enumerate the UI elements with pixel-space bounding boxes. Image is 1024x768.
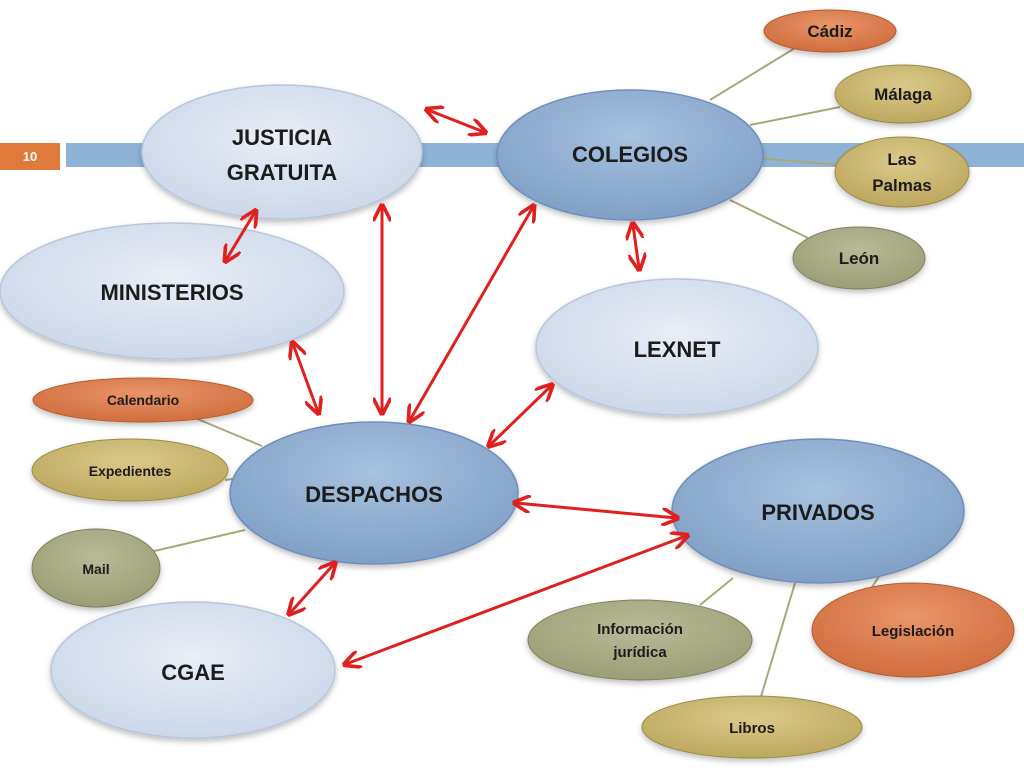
node-leon: León <box>792 226 926 290</box>
node-cgae: CGAE <box>50 601 336 739</box>
node-expedientes: Expedientes <box>31 438 229 502</box>
connector-informacion <box>699 577 734 606</box>
arrow-despachos-cgae <box>290 564 334 613</box>
node-malaga: Málaga <box>834 64 972 124</box>
node-libros: Libros <box>641 695 863 759</box>
privados-label: PRIVADOS <box>761 500 874 525</box>
ministerios-label: MINISTERIOS <box>100 280 243 305</box>
las-palmas-line2: Palmas <box>872 176 932 195</box>
leon-label: León <box>839 249 880 268</box>
node-las-palmas: Las Palmas <box>834 136 970 208</box>
arrow-lexnet-despachos <box>490 386 551 445</box>
connector-lines <box>149 44 881 701</box>
las-palmas-line1: Las <box>887 150 916 169</box>
libros-label: Libros <box>729 720 775 737</box>
node-lexnet: LEXNET <box>535 278 819 416</box>
arrows <box>226 110 686 664</box>
colegios-label: COLEGIOS <box>572 142 688 167</box>
connector-leon <box>729 199 809 239</box>
node-ministerios: MINISTERIOS <box>0 222 345 360</box>
arrow-colegios-lexnet <box>633 225 639 268</box>
arrow-privados-cgae <box>346 536 686 664</box>
calendario-label: Calendario <box>107 392 179 408</box>
connector-las-palmas <box>754 157 841 166</box>
mail-label: Mail <box>82 561 109 577</box>
expedientes-label: Expedientes <box>89 463 172 479</box>
despachos-label: DESPACHOS <box>305 482 443 507</box>
informacion-line2: jurídica <box>612 644 667 661</box>
node-mail: Mail <box>31 528 161 608</box>
informacion-line1: Información <box>597 621 683 638</box>
connector-libros <box>759 582 796 701</box>
arrow-colegios-despachos <box>410 207 533 420</box>
slide-number: 10 <box>0 143 60 170</box>
node-colegios: COLEGIOS <box>496 89 764 221</box>
connector-mail <box>149 529 246 553</box>
node-informacion-juridica: Información jurídica <box>527 599 753 681</box>
arrow-justicia-ministerios <box>226 212 255 260</box>
arrow-despachos-privados <box>516 503 676 518</box>
node-legislacion: Legislación <box>811 582 1015 678</box>
cadiz-label: Cádiz <box>807 22 852 41</box>
node-privados: PRIVADOS <box>671 438 965 584</box>
legislacion-label: Legislación <box>872 623 955 640</box>
node-justicia-gratuita: JUSTICIA GRATUITA <box>141 84 423 220</box>
connector-malaga <box>749 106 841 126</box>
node-calendario: Calendario <box>32 377 254 423</box>
justicia-label-line1: JUSTICIA <box>232 125 332 150</box>
cgae-label: CGAE <box>161 660 225 685</box>
lexnet-label: LEXNET <box>634 337 721 362</box>
node-despachos: DESPACHOS <box>229 421 519 565</box>
node-cadiz: Cádiz <box>763 9 897 53</box>
arrow-ministerios-despachos <box>293 344 318 412</box>
justicia-label-line2: GRATUITA <box>227 160 337 185</box>
arrow-justicia-colegios <box>428 110 484 132</box>
connector-calendario <box>194 417 263 447</box>
malaga-label: Málaga <box>874 85 932 104</box>
connector-cadiz <box>709 44 801 101</box>
